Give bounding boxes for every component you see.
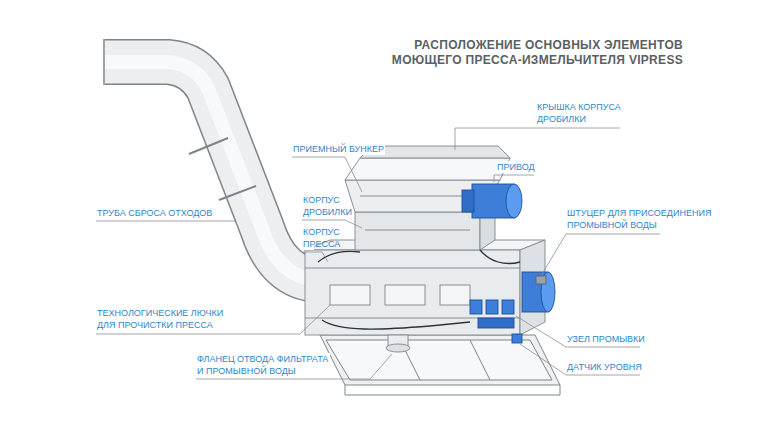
drive-motor: [462, 184, 522, 218]
leader-line: [455, 128, 620, 150]
leader-lines: [96, 128, 660, 379]
support-frame: [320, 335, 560, 395]
part-label: ШТУЦЕР ДЛЯ ПРИСОЕДИНЕНИЯ ПРОМЫВНОЙ ВОДЫ: [566, 207, 713, 231]
diagram-title: РАСПОЛОЖЕНИЕ ОСНОВНЫХ ЭЛЕМЕНТОВ МОЮЩЕГО …: [391, 38, 683, 68]
part-label: ТЕХНОЛОГИЧЕСКИЕ ЛЮЧКИ ДЛЯ ПРОЧИСТКИ ПРЕС…: [96, 307, 225, 331]
part-label: ДАТЧИК УРОВНЯ: [566, 361, 643, 373]
leader-line: [96, 305, 330, 334]
filtrate-flange: [386, 335, 410, 352]
leader-line: [292, 157, 362, 192]
part-label: КРЫШКА КОРПУСА ДРОБИЛКИ: [536, 101, 622, 125]
part-label: ПРИЕМНЫЙ БУНКЕР: [292, 143, 385, 155]
discharge-pipe: [104, 39, 318, 280]
leader-line: [302, 252, 328, 262]
press-housing: [305, 240, 545, 335]
part-label: ТРУБА СБРОСА ОТХОДОВ: [96, 207, 213, 219]
part-label: КОРПУС ДРОБИЛКИ: [302, 194, 314, 218]
leader-line: [196, 354, 392, 379]
hoses: [318, 250, 520, 329]
part-label: КОРПУС ПРЕССА: [302, 226, 314, 250]
part-label: УЗЕЛ ПРОМЫВКИ: [566, 333, 646, 345]
leader-line: [96, 221, 236, 222]
leader-line: [494, 175, 534, 182]
part-label: ФЛАНЕЦ ОТВОДА ФИЛЬТРАТА И ПРОМЫВНОЙ ВОДЫ: [196, 353, 330, 377]
part-label: ПРИВОД: [496, 161, 536, 173]
leader-line: [542, 234, 660, 274]
